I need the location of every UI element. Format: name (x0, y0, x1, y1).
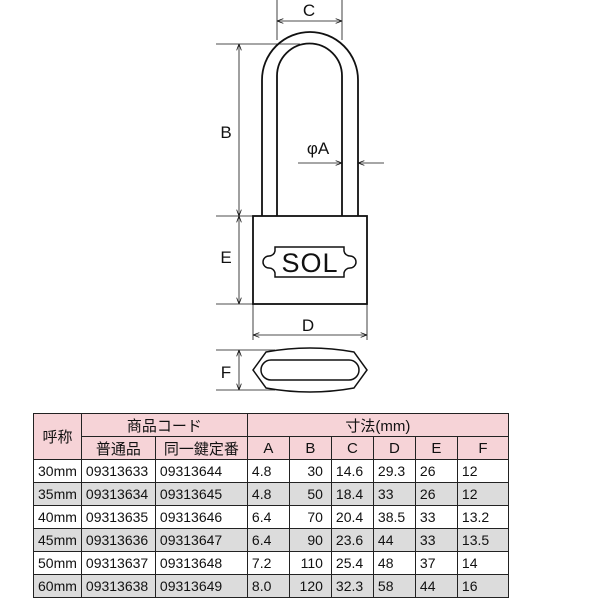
header-dim-a: A (246, 436, 290, 460)
cell-f: 13.5 (456, 528, 509, 552)
padlock-drawing: C B φA E D F SOL (216, 0, 384, 393)
dim-label-b: B (220, 123, 231, 142)
cell-e: 33 (414, 505, 458, 529)
sol-logo: SOL (281, 248, 338, 278)
dim-label-c: C (303, 1, 315, 20)
dimension-lines (216, 0, 384, 391)
dim-label-d: D (302, 316, 314, 335)
dim-label-e: E (220, 248, 231, 267)
keyhole-slot (260, 359, 360, 381)
header-nominal: 呼称 (33, 413, 82, 460)
cell-c: 14.6 (330, 459, 374, 483)
spec-table: 呼称 商品コード 寸法(mm) 普通品 同一鍵定番 A B C D E F 30… (33, 413, 509, 598)
cell-e: 33 (414, 528, 458, 552)
cell-standard: 09313634 (80, 482, 156, 506)
cell-c: 18.4 (330, 482, 374, 506)
cell-size: 40mm (33, 505, 82, 529)
cell-a: 4.8 (246, 482, 290, 506)
cell-d: 38.5 (372, 505, 416, 529)
cell-size: 45mm (33, 528, 82, 552)
cell-e: 37 (414, 551, 458, 575)
cell-d: 29.3 (372, 459, 416, 483)
dim-label-phi-a: φA (307, 139, 330, 158)
header-dimensions: 寸法(mm) (246, 413, 509, 437)
cell-keyed: 09313644 (154, 459, 248, 483)
header-product-code: 商品コード (80, 413, 248, 437)
cell-e: 26 (414, 482, 458, 506)
cell-keyed: 09313645 (154, 482, 248, 506)
cell-a: 7.2 (246, 551, 290, 575)
header-dim-d: D (372, 436, 416, 460)
lock-body (252, 215, 368, 305)
cell-b: 110 (288, 551, 332, 575)
cell-c: 23.6 (330, 528, 374, 552)
cell-standard: 09313633 (80, 459, 156, 483)
cell-b: 30 (288, 459, 332, 483)
cell-f: 13.2 (456, 505, 509, 529)
cell-b: 90 (288, 528, 332, 552)
cell-a: 6.4 (246, 528, 290, 552)
dim-label-f: F (221, 363, 231, 382)
cell-d: 44 (372, 528, 416, 552)
cell-f: 16 (456, 574, 509, 598)
header-dim-b: B (288, 436, 332, 460)
cell-a: 8.0 (246, 574, 290, 598)
cell-size: 50mm (33, 551, 82, 575)
cell-size: 60mm (33, 574, 82, 598)
cell-keyed: 09313646 (154, 505, 248, 529)
header-keyed-alike: 同一鍵定番 (154, 436, 248, 460)
shackle-inner (276, 42, 343, 216)
logo-plate (262, 246, 357, 278)
cell-c: 25.4 (330, 551, 374, 575)
cell-d: 33 (372, 482, 416, 506)
cell-d: 58 (372, 574, 416, 598)
header-dim-f: F (456, 436, 509, 460)
cell-d: 48 (372, 551, 416, 575)
cell-e: 26 (414, 459, 458, 483)
header-standard: 普通品 (80, 436, 156, 460)
cell-a: 6.4 (246, 505, 290, 529)
shackle-outer (261, 31, 359, 216)
cell-f: 12 (456, 459, 509, 483)
cell-b: 50 (288, 482, 332, 506)
header-dim-e: E (414, 436, 458, 460)
cell-standard: 09313635 (80, 505, 156, 529)
cell-a: 4.8 (246, 459, 290, 483)
cell-standard: 09313638 (80, 574, 156, 598)
cell-keyed: 09313648 (154, 551, 248, 575)
cell-f: 14 (456, 551, 509, 575)
cell-size: 35mm (33, 482, 82, 506)
cell-size: 30mm (33, 459, 82, 483)
cell-f: 12 (456, 482, 509, 506)
cell-standard: 09313636 (80, 528, 156, 552)
cell-keyed: 09313647 (154, 528, 248, 552)
cell-c: 20.4 (330, 505, 374, 529)
cell-e: 44 (414, 574, 458, 598)
bottom-view-outline (252, 347, 368, 393)
cell-keyed: 09313649 (154, 574, 248, 598)
cell-standard: 09313637 (80, 551, 156, 575)
cell-b: 120 (288, 574, 332, 598)
header-dim-c: C (330, 436, 374, 460)
cell-c: 32.3 (330, 574, 374, 598)
cell-b: 70 (288, 505, 332, 529)
